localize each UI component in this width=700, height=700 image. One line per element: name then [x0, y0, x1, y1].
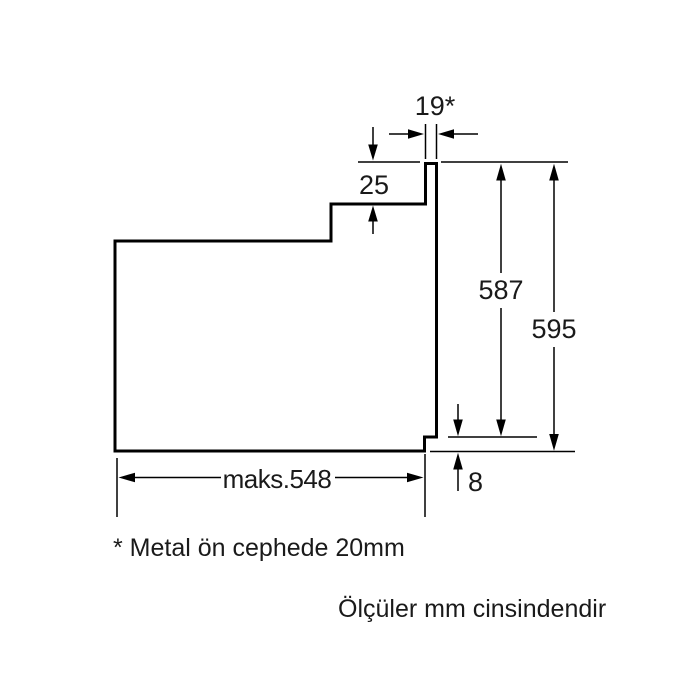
dim-total-height: 595 [531, 163, 577, 451]
arrow-left-icon [118, 472, 135, 483]
dim-label-panel-thickness: 19* [415, 91, 456, 121]
arrow-right-icon [408, 129, 424, 139]
dim-front-height: 587 [478, 163, 524, 437]
arrow-up-icon [368, 205, 378, 222]
units-note-text: Ölçüler mm cinsindendir [338, 595, 606, 623]
arrow-down-icon [453, 419, 463, 437]
dim-label-max-depth: maks.548 [223, 464, 332, 494]
dim-label-top-step: 25 [359, 170, 389, 200]
arrow-right-icon [407, 472, 424, 483]
dim-panel-thickness: 19* [389, 91, 478, 159]
arrow-left-icon [438, 129, 454, 139]
arrow-down-icon [549, 434, 559, 451]
arrow-up-icon [453, 452, 463, 470]
dim-max-depth: maks.548 [116, 454, 426, 517]
oven-profile-outline [113, 162, 438, 453]
arrow-up-icon [496, 163, 506, 181]
dim-label-front-height: 587 [478, 275, 523, 305]
arrow-down-icon [496, 419, 506, 437]
dim-bottom-gap: 8 [453, 404, 483, 497]
dim-top-step: 25 [359, 127, 389, 234]
dim-label-total-height: 595 [531, 314, 576, 344]
arrow-down-icon [368, 144, 378, 161]
arrow-up-icon [549, 163, 559, 181]
bottom-reference-lines [430, 436, 575, 453]
footnote-text: * Metal ön cephede 20mm [113, 534, 405, 562]
dim-label-bottom-gap: 8 [468, 467, 483, 497]
